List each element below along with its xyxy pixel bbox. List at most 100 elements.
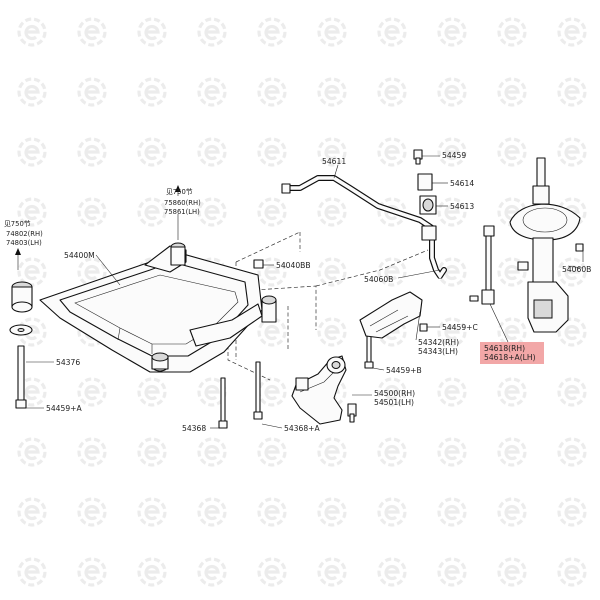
watermark-mark: [377, 437, 407, 467]
watermark-mark: [197, 437, 227, 467]
watermark-mark: [257, 437, 287, 467]
watermark-mark: [137, 557, 167, 587]
watermark-mark: [497, 377, 527, 407]
watermark-mark: [137, 497, 167, 527]
watermark-mark: [377, 497, 407, 527]
watermark-mark: [557, 17, 587, 47]
stabilizer-bar: [281, 175, 447, 280]
watermark-mark: [257, 497, 287, 527]
watermark-mark: [17, 17, 47, 47]
watermark-mark: [437, 197, 467, 227]
label-54368: 54368: [182, 424, 206, 433]
bolts: [15, 149, 428, 429]
watermark-mark: [317, 77, 347, 107]
watermark-mark: [257, 377, 287, 407]
watermark-mark: [557, 377, 587, 407]
label-54060b-mid: 54060B: [364, 275, 393, 284]
watermark-mark: [17, 497, 47, 527]
watermark-mark: [197, 137, 227, 167]
watermark-mark: [557, 437, 587, 467]
watermark-mark: [557, 257, 587, 287]
label-54459b: 54459+B: [386, 366, 422, 375]
label-54459: 54459: [442, 151, 466, 160]
watermark-mark: [137, 377, 167, 407]
label-54376: 54376: [56, 358, 80, 367]
label-54459a: 54459+A: [46, 404, 83, 413]
watermark-mark: [77, 137, 107, 167]
label-54343: 54343(LH): [418, 347, 458, 356]
stabilizer-link: [469, 225, 495, 305]
watermark-mark: [137, 17, 167, 47]
watermark-mark: [197, 557, 227, 587]
label-54611: 54611: [322, 157, 346, 166]
watermark-mark: [497, 557, 527, 587]
label-54459c: 54459+C: [442, 323, 478, 332]
watermark-mark: [317, 137, 347, 167]
watermark-mark: [17, 77, 47, 107]
subframe: [39, 245, 263, 373]
label-54618: 54618(RH): [484, 344, 525, 353]
watermark-mark: [557, 77, 587, 107]
watermark-pattern: [17, 17, 587, 587]
watermark-mark: [377, 257, 407, 287]
part-labels: 54611 54459 54614 54613 54060B 54060B 54…: [4, 151, 591, 433]
watermark-mark: [317, 197, 347, 227]
watermark-mark: [17, 137, 47, 167]
watermark-mark: [437, 137, 467, 167]
watermark-mark: [137, 77, 167, 107]
watermark-mark: [197, 17, 227, 47]
watermark-mark: [437, 557, 467, 587]
watermark-mark: [137, 137, 167, 167]
watermark-mark: [77, 557, 107, 587]
watermark-mark: [437, 377, 467, 407]
watermark-mark: [17, 557, 47, 587]
watermark-mark: [77, 77, 107, 107]
watermark-mark: [497, 497, 527, 527]
label-54613: 54613: [450, 202, 474, 211]
watermark-mark: [377, 77, 407, 107]
watermark-mark: [557, 317, 587, 347]
watermark-mark: [17, 257, 47, 287]
watermark-mark: [437, 77, 467, 107]
watermark-mark: [497, 17, 527, 47]
label-54614: 54614: [450, 179, 474, 188]
watermark-mark: [317, 497, 347, 527]
watermark-mark: [497, 77, 527, 107]
watermark-mark: [257, 77, 287, 107]
watermark-mark: [317, 317, 347, 347]
watermark-mark: [497, 137, 527, 167]
watermark-mark: [77, 197, 107, 227]
leader-lines: [15, 155, 584, 429]
label-54500: 54500(RH): [374, 389, 415, 398]
watermark-mark: [377, 557, 407, 587]
watermark-mark: [257, 17, 287, 47]
watermark-mark: [137, 197, 167, 227]
label-74803: 74803(LH): [6, 239, 42, 247]
watermark-mark: [377, 137, 407, 167]
watermark-mark: [437, 17, 467, 47]
subframe-bushings: [11, 242, 277, 372]
watermark-mark: [317, 437, 347, 467]
watermark-mark: [317, 17, 347, 47]
watermark-mark: [77, 437, 107, 467]
watermark-mark: [257, 197, 287, 227]
label-54618a: 54618+A(LH): [484, 353, 536, 362]
label-ref-750-mid: 见750节: [166, 188, 193, 196]
watermark-mark: [17, 437, 47, 467]
watermark-mark: [197, 497, 227, 527]
watermark-mark: [497, 317, 527, 347]
label-54368a: 54368+A: [284, 424, 321, 433]
watermark-mark: [257, 257, 287, 287]
watermark-mark: [497, 437, 527, 467]
watermark-mark: [557, 497, 587, 527]
part-highlight: [480, 342, 544, 364]
label-74802: 74802(RH): [6, 230, 43, 238]
watermark-mark: [317, 557, 347, 587]
watermark-mark: [377, 17, 407, 47]
label-54040bb: 54040BB: [276, 261, 311, 270]
watermark-mark: [377, 377, 407, 407]
watermark-mark: [497, 257, 527, 287]
watermark-mark: [437, 437, 467, 467]
